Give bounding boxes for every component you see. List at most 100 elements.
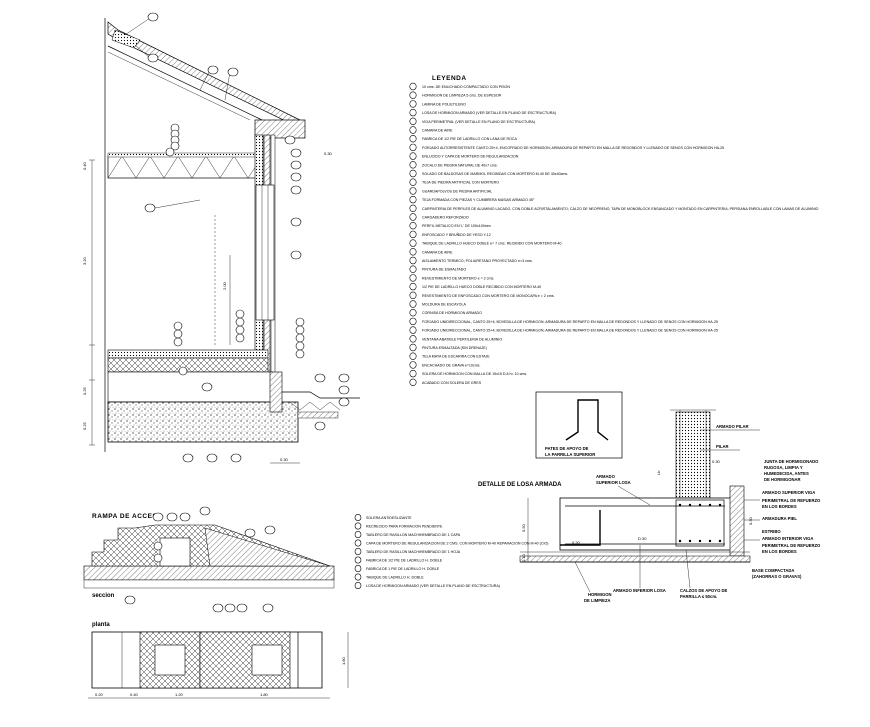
section-dim-3: 2.00 [222,281,227,290]
label-perimetral-1b: EN LOS BORDES [762,504,797,509]
slab-dim-030: 0.30 [712,459,721,464]
legend-marker-icon [409,282,417,291]
legend-marker-icon [409,369,417,378]
legend-marker-icon [409,213,417,221]
legend-marker-icon [409,161,417,169]
slab-dim-020: 0.20 [572,540,581,545]
ramp-plan-dim-2: 0.40 [130,692,139,697]
legend-item: TABIQUE DE LADRILLO HUECO DOBLE e= 7 cms… [422,242,562,246]
legend-marker-icon [409,230,417,239]
legend-item: GUARDAPOLVOS DE PIEDRA ARTIFICIAL [422,189,492,193]
legend-item: CARGADERO REFORZADO [422,216,469,220]
ramp-plan-label: planta [92,622,110,628]
section-dim-1: 0.40 [82,161,87,170]
legend-item: VENTANA ABATIBLE PERFILERIA DE ALUMINIO [422,337,502,341]
label-junta-1: JUNTA DE HORMIGONADO [764,459,819,464]
label-base-compactada-2: (ZAHORRAS O GRAVAS) [752,574,802,579]
ramp-legend-marker-icon [354,564,362,572]
label-armado-superior-viga: ARMADO SUPERIOR VIGA [762,490,815,495]
legend-marker-icon [409,256,417,265]
legend-marker-icon [409,352,417,360]
legend-marker-icon [409,152,417,160]
slab-dim-lb: Lb [656,470,661,475]
label-armado-superior-losa-2: SUPERIOR LOSA [596,480,631,485]
legend-item: VIGA PERIMETRAL (VER DETALLE EN PLANO DE… [422,120,535,124]
legend-item: TEJA DE PIEDRA ARTIFICIAL CON MORTERO [422,181,499,185]
legend-marker-icon [409,126,417,134]
legend-item: ENCACHADO DE GRAVA e=10cms. [422,363,480,367]
label-hormigon-limpieza-1: HORMIGON [588,592,612,597]
ramp-plan-dim-1: 0.20 [95,692,104,697]
legend-item: CARPINTERIA DE PERFILES DE ALUMINIO LACA… [422,207,819,211]
slab-title: DETALLE DE LOSA ARMADA [478,482,562,488]
legend-item: TELA MAYA DE ESCARIRA CON ESTAJE [422,355,490,359]
slab-dim-d030: D.30 [638,536,647,541]
callout-bubbles-section [124,12,350,463]
ramp-section-label: seccion [92,593,115,599]
ramp-legend-marker-icon [354,581,362,589]
slab-dim-030-right: 0.30 [748,516,753,525]
label-armado-inferior-losa: ARMADO INFERIOR LOSA [613,588,666,593]
legend-marker-icon [409,82,417,91]
label-armado-inferior-viga: ARMADO INTERIOR VIGA [762,536,813,541]
label-perimetral-2b: EN LOS BORDES [762,549,797,554]
legend-marker-icon [409,274,417,282]
ramp-legend-item: RECRECIDO PARA FORMACION PENDIENTE [366,525,443,529]
ramp-legend-marker-icon [354,547,362,555]
ramp-drawing: RAMPA DE ACCESO seccion planta [83,506,548,699]
slab-dim-010: 0.10 [521,553,526,562]
slab-detail-drawing: PATES DE APOYO DE LA PARRILLA SUPERIOR D… [478,391,821,603]
legend-marker-icon [409,309,417,317]
ramp-legend-item: FABRICA DE 1 PIE DE LADRILLO H. DOBLE [366,567,440,571]
label-armadura-piel: ARMADURA PIEL [762,516,797,521]
inset-caption-2: LA PARRILLA SUPERIOR [545,452,595,457]
ramp-legend-marker-icon [354,539,362,547]
ramp-height-dim: 1.80 [341,656,346,665]
legend-item: LOSA DE HORMIGON ARMADO (VER DETALLE EN … [422,111,556,115]
ramp-plan-dim-4: 1.80 [260,692,269,697]
legend-item: ACABADO CON SOLERA DE GRES [422,381,482,385]
label-perimetral-2a: PERIMETRAL DE REFUERZO [762,543,821,548]
ramp-legend-item: TABLERO DE RASILLON MACHIHEMBRADO DE 1 H… [366,550,461,554]
legend-marker-icon [409,117,417,126]
legend-item: LAMINA DE POLIETILENO [422,102,466,106]
legend-item: HORMIGON DE LIMPIEZA 5 cms. DE ESPESOR [422,94,502,98]
label-armado-superior-losa-1: ARMADO [596,474,616,479]
legend-marker-icon [409,317,417,326]
ramp-legend-item: TABLERO DE RASILLON MACHIHEMBRADO DE 1 C… [366,533,461,537]
label-calzos-1: CALZOS DE APOYO DE [680,588,728,593]
legend-item: REVESTIMIENTO DE ENFOSCADO CON MORTERO D… [422,294,555,298]
section-dim-5: 3.20 [82,256,87,265]
legend-item: SOLADO DE BALDOSAS DE MARMOL RECIBIDAS C… [422,172,568,176]
legend-item: FORJADO AUTORRESISTENTE CANTO 25+4, ENCO… [422,146,724,150]
legend-item: FORJADO UNIDIRECCIONAL, CANTO 25+4; BOVE… [422,329,718,333]
legend-title: LEYENDA [432,75,467,82]
slab-dim-050: 0.50 [521,523,526,532]
legend-marker-icon [409,335,417,343]
legend-marker-icon [409,178,417,186]
legend-marker-icon [409,248,417,256]
legend-item: CORNISA DE HORMIGON ARMADO [422,311,482,315]
section-bottom-dim: 0.30 [280,457,289,462]
legend-marker-icon [409,100,417,108]
legend-item: CAMARA DE AIRE [422,129,453,133]
ramp-legend-marker-icon [354,513,362,521]
label-base-compactada-1: BASE COMPACTADA [752,568,794,573]
label-pilar: PILAR [716,444,729,449]
callout-bubbles-ramp [124,506,276,613]
label-hormigon-limpieza-2: DE LIMPIEZA [584,598,611,603]
legend-marker-icon [409,378,417,386]
label-junta-4: DE HORMIGONAR [764,477,801,482]
legend-marker-icon [409,91,417,99]
legend-item: PINTURA DE ESMALTADO [422,268,466,272]
legend-item: CAMARA DE AIRE [422,250,453,254]
legend-item: 10 cms. DE ENLICHADO COMPACTADO CON PISO… [422,85,510,89]
legend-marker-icon [409,300,417,308]
legend-marker-icon [409,108,417,117]
ramp-legend-marker-icon [354,556,362,564]
legend-marker-icon [409,265,417,273]
legend-marker-icon [409,239,417,247]
wall-section-drawing: 0.40 0.25 2.00 0.30 3.20 0.25 0.30 [82,12,360,464]
